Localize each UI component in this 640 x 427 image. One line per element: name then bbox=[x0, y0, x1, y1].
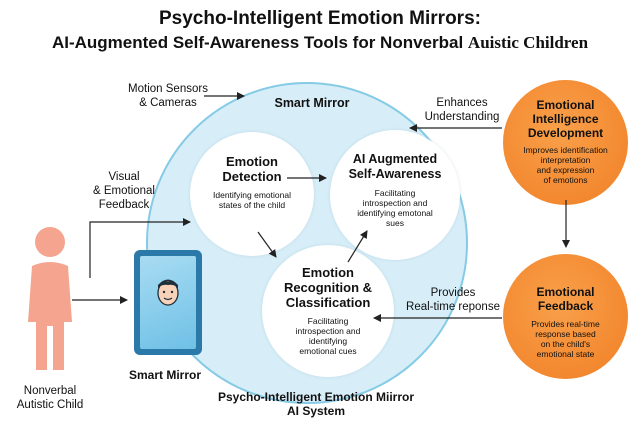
eid-title-1: Emotional bbox=[536, 98, 595, 112]
eid-desc-1: Improves identification bbox=[523, 145, 608, 155]
augmented-title-1: AI Augmented bbox=[352, 152, 438, 166]
smart-mirror-device bbox=[134, 250, 202, 355]
node-emotion-detection-text: Emotion Detection Identifying emotional … bbox=[192, 154, 312, 210]
face-icon bbox=[157, 279, 179, 306]
sensors-line-2: & Cameras bbox=[139, 97, 197, 109]
augmented-desc-4: sues bbox=[386, 218, 404, 228]
ef-title-1: Emotional bbox=[536, 285, 595, 299]
child-line-2: Autistic Child bbox=[16, 399, 84, 411]
ef-desc-4: emotional state bbox=[536, 349, 595, 359]
recognition-desc-2: introspection and bbox=[295, 326, 361, 336]
augmented-desc-1: Facilitating bbox=[374, 188, 416, 198]
node-eid-text: Emotional Intelligence Development Impro… bbox=[508, 98, 623, 185]
label-enhances-understanding: Enhances Understanding bbox=[414, 96, 510, 124]
recognition-desc-1: Facilitating bbox=[307, 316, 349, 326]
feedback-line-1: Visual bbox=[108, 171, 140, 183]
mirror-screen bbox=[140, 256, 196, 349]
feedback-line-2: & Emotional bbox=[92, 185, 155, 197]
child-line-1: Nonverbal bbox=[23, 385, 77, 397]
title-sans-part: AI-Augmented Self-Awareness Tools for No… bbox=[51, 33, 464, 52]
system-heading: Smart Mirror bbox=[274, 96, 350, 110]
eid-title-3: Development bbox=[527, 126, 604, 140]
label-system-footer: Psycho-Intelligent Emotion Miirror AI Sy… bbox=[196, 390, 436, 418]
recognition-title-1: Emotion bbox=[302, 265, 354, 280]
detection-title-1: Emotion bbox=[226, 154, 278, 169]
enhances-line-2: Understanding bbox=[424, 111, 500, 123]
augmented-desc-3: identifying emotonal bbox=[357, 208, 433, 218]
recognition-desc-4: emotional cues bbox=[299, 346, 357, 356]
child-figure-icon bbox=[28, 227, 72, 370]
feedback-line-3: Feedback bbox=[98, 199, 150, 211]
diagram-title-line-1: Psycho-Intelligent Emotion Mirrors: bbox=[159, 8, 481, 29]
title-serif-part: Auistic Children bbox=[467, 33, 589, 52]
recognition-title-2: Recognition & bbox=[283, 280, 373, 295]
augmented-desc-2: introspection and bbox=[362, 198, 428, 208]
label-provides-realtime: Provides Real-time reponse bbox=[398, 286, 508, 314]
ef-desc-2: response based bbox=[535, 329, 596, 339]
node-emotion-recognition bbox=[262, 245, 394, 377]
sensors-line-1: Motion Sensors bbox=[128, 83, 208, 95]
eid-desc-2: interpretation bbox=[540, 155, 591, 165]
footer-line-2: AI System bbox=[286, 404, 346, 418]
eid-desc-4: of emotions bbox=[543, 175, 588, 185]
ef-desc-1: Provides real-time bbox=[531, 319, 600, 329]
detection-title-2: Detection bbox=[222, 169, 282, 184]
node-emotion-detection bbox=[190, 132, 314, 256]
node-ef-text: Emotional Feedback Provides real-time re… bbox=[508, 285, 623, 359]
eid-desc-3: and expression bbox=[536, 165, 595, 175]
node-ai-augmented-text: AI Augmented Self-Awareness Facilitating… bbox=[332, 152, 458, 228]
footer-line-1: Psycho-Intelligent Emotion Miirror bbox=[217, 390, 414, 404]
eid-title-2: Intelligence bbox=[532, 112, 599, 126]
diagram-title-line-2: AI-Augmented Self-Awareness Tools for No… bbox=[0, 33, 640, 53]
label-motion-sensors: Motion Sensors & Cameras bbox=[120, 82, 216, 110]
detection-desc-2: states of the child bbox=[218, 200, 286, 210]
provides-line-2: Real-time reponse bbox=[406, 301, 500, 313]
label-smart-mirror-device: Smart Mirror bbox=[128, 368, 202, 382]
recognition-title-3: Classification bbox=[285, 295, 371, 310]
detection-desc-1: Identifying emotional bbox=[213, 190, 291, 200]
provides-line-1: Provides bbox=[430, 287, 476, 299]
node-emotional-intelligence-development bbox=[503, 80, 628, 205]
augmented-title-2: Self-Awareness bbox=[348, 167, 442, 181]
ef-title-2: Feedback bbox=[537, 299, 594, 313]
label-child: Nonverbal Autistic Child bbox=[8, 384, 92, 412]
ef-desc-3: on the child's bbox=[540, 339, 591, 349]
recognition-desc-3: identifying bbox=[308, 336, 348, 346]
node-emotion-recognition-text: Emotion Recognition & Classification Fac… bbox=[264, 265, 392, 356]
node-emotional-feedback bbox=[503, 254, 628, 379]
label-visual-feedback: Visual & Emotional Feedback bbox=[84, 170, 164, 212]
enhances-line-1: Enhances bbox=[436, 97, 488, 109]
